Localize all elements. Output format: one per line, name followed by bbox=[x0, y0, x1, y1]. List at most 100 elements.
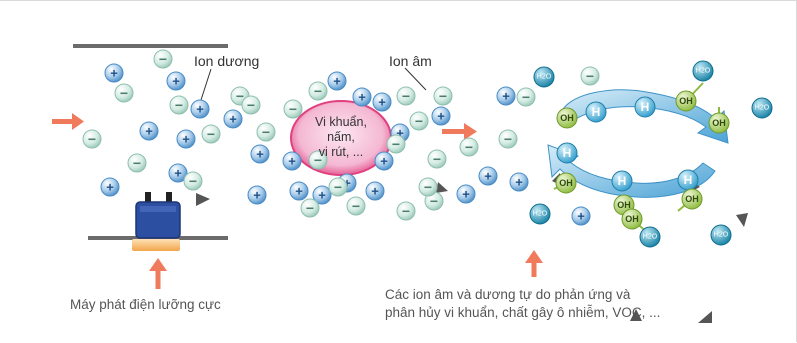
negative-ion: − bbox=[283, 99, 303, 119]
bacteria-after-label: Vi khuẩn, nấm Vi rút, ... bbox=[596, 131, 680, 162]
svg-text:+: + bbox=[318, 188, 326, 203]
water-molecule: H2O bbox=[639, 226, 661, 248]
svg-text:+: + bbox=[380, 154, 388, 169]
svg-text:−: − bbox=[159, 51, 167, 67]
svg-text:OH: OH bbox=[617, 200, 631, 210]
positive-ion: + bbox=[456, 184, 476, 204]
positive-ion: + bbox=[139, 121, 159, 141]
svg-text:−: − bbox=[433, 151, 441, 167]
negative-ion: − bbox=[459, 137, 479, 157]
svg-text:+: + bbox=[437, 109, 445, 124]
svg-text:+: + bbox=[256, 147, 264, 162]
hydroxyl-molecule: OH bbox=[675, 90, 697, 112]
airflow-arrow-left bbox=[52, 113, 84, 130]
hydrogen-atom: H bbox=[677, 169, 699, 191]
positive-ion: + bbox=[168, 163, 188, 183]
positive-ion: + bbox=[509, 172, 529, 192]
positive-ion: + bbox=[327, 71, 347, 91]
positive-ion: + bbox=[571, 206, 591, 226]
svg-text:+: + bbox=[145, 124, 153, 139]
bacteria-before-label: Vi khuẩn, nấm, vi rút, ... bbox=[315, 115, 367, 159]
negative-ion: − bbox=[580, 66, 600, 86]
positive-ion: + bbox=[372, 92, 392, 112]
svg-text:+: + bbox=[295, 184, 303, 199]
positive-ion: + bbox=[312, 185, 332, 205]
svg-text:H2O: H2O bbox=[533, 211, 548, 218]
negative-ion-label: Ion âm bbox=[389, 53, 432, 69]
negative-ion: − bbox=[114, 83, 134, 103]
svg-text:−: − bbox=[465, 139, 473, 155]
hydrogen-atom: H bbox=[634, 96, 656, 118]
negative-ion: − bbox=[346, 196, 366, 216]
negative-ion: − bbox=[308, 150, 328, 170]
hydroxyl-molecule: OH bbox=[555, 172, 577, 194]
hydroxyl-molecule: OH bbox=[621, 208, 643, 230]
svg-text:+: + bbox=[462, 187, 470, 202]
positive-ion-label: Ion dương bbox=[194, 53, 260, 69]
negative-ion: − bbox=[328, 177, 348, 197]
negative-ion: − bbox=[183, 171, 203, 191]
svg-text:H2O: H2O bbox=[714, 232, 729, 239]
svg-text:H: H bbox=[563, 146, 572, 160]
positive-ion: + bbox=[431, 106, 451, 126]
svg-text:−: − bbox=[247, 97, 255, 113]
svg-text:+: + bbox=[343, 176, 351, 191]
svg-text:+: + bbox=[484, 169, 492, 184]
svg-text:−: − bbox=[392, 136, 400, 152]
upward-arrow-generator bbox=[149, 258, 167, 289]
negative-ion: − bbox=[427, 149, 447, 169]
positive-ion: + bbox=[289, 181, 309, 201]
negative-ion: − bbox=[241, 95, 261, 115]
svg-text:H: H bbox=[684, 173, 693, 187]
svg-text:H2O: H2O bbox=[537, 74, 552, 81]
negative-ion: − bbox=[82, 129, 102, 149]
svg-text:−: − bbox=[262, 124, 270, 140]
negative-ion: − bbox=[516, 87, 536, 107]
svg-text:−: − bbox=[314, 152, 322, 168]
water-molecule: H2O bbox=[692, 60, 714, 82]
positive-ion-pointer bbox=[200, 68, 212, 101]
svg-text:+: + bbox=[182, 132, 190, 147]
svg-text:+: + bbox=[515, 175, 523, 190]
caption-line-1: Các ion âm và dương tự do phản ứng và bbox=[385, 287, 631, 302]
svg-text:−: − bbox=[522, 89, 530, 105]
svg-text:H: H bbox=[641, 100, 650, 114]
svg-text:−: − bbox=[236, 88, 244, 104]
svg-text:−: − bbox=[133, 155, 141, 171]
positive-ion: + bbox=[496, 86, 516, 106]
svg-text:OH: OH bbox=[685, 194, 699, 204]
svg-text:+: + bbox=[196, 102, 204, 117]
hydroxyl-molecule: OH bbox=[708, 112, 730, 134]
water-molecule: H2O bbox=[529, 203, 551, 225]
svg-text:−: − bbox=[207, 126, 215, 142]
svg-text:−: − bbox=[352, 198, 360, 214]
hydrogen-atom: H bbox=[611, 170, 633, 192]
negative-ion: − bbox=[127, 153, 147, 173]
water-molecule: H2O bbox=[533, 66, 555, 88]
positive-ion: + bbox=[374, 151, 394, 171]
svg-text:−: − bbox=[586, 68, 594, 84]
svg-text:−: − bbox=[334, 179, 342, 195]
positive-ion: + bbox=[166, 71, 186, 91]
negative-ion: − bbox=[433, 86, 453, 106]
negative-ion: − bbox=[256, 122, 276, 142]
svg-text:+: + bbox=[378, 95, 386, 110]
positive-ion: + bbox=[365, 181, 385, 201]
svg-text:−: − bbox=[289, 101, 297, 117]
svg-text:+: + bbox=[396, 126, 404, 141]
svg-text:H2O: H2O bbox=[696, 68, 711, 75]
svg-text:+: + bbox=[371, 184, 379, 199]
svg-text:H: H bbox=[618, 174, 627, 188]
svg-text:+: + bbox=[577, 209, 585, 224]
svg-text:−: − bbox=[439, 88, 447, 104]
positive-ion: + bbox=[223, 109, 243, 129]
negative-ion: − bbox=[169, 95, 189, 115]
positive-ion: + bbox=[190, 99, 210, 119]
svg-text:−: − bbox=[88, 131, 96, 147]
svg-text:+: + bbox=[333, 74, 341, 89]
positive-ion: + bbox=[478, 166, 498, 186]
negative-ion: − bbox=[396, 86, 416, 106]
positive-ion: + bbox=[352, 87, 372, 107]
svg-text:H2O: H2O bbox=[755, 105, 770, 112]
